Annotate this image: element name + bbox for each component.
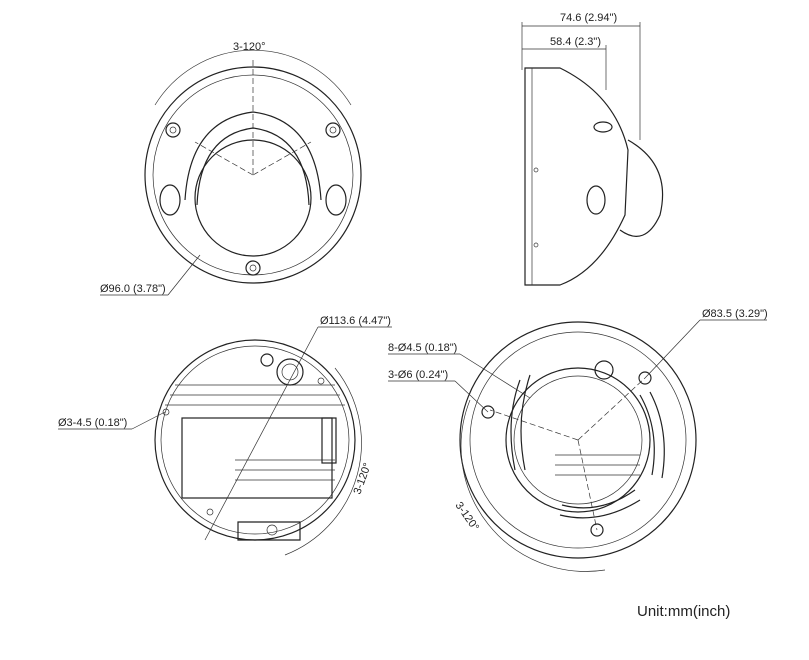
mount-view: 3-120° 8-Ø4.5 (0.18") 3-Ø6 (0.24") Ø83.5… — [388, 308, 768, 572]
total-depth-label: 74.6 (2.94") — [560, 12, 617, 24]
body-depth-label: 58.4 (2.3") — [550, 36, 601, 48]
front-view: 3-120° Ø96.0 (3.78") — [100, 41, 362, 296]
front-diameter-label: Ø96.0 (3.78") — [100, 283, 166, 295]
unit-label: Unit:mm(inch) — [637, 603, 730, 620]
mount-angle-label: 3-120° — [453, 500, 481, 534]
back-hole-label: Ø3-4.5 (0.18") — [58, 417, 127, 429]
back-angle-label: 3-120° — [352, 461, 374, 496]
back-diameter-label: Ø113.6 (4.47") — [320, 315, 391, 327]
front-angle-label: 3-120° — [233, 41, 266, 53]
mount-hole-label: 3-Ø6 (0.24") — [388, 369, 448, 381]
mount-slot-label: 8-Ø4.5 (0.18") — [388, 342, 457, 354]
mount-diameter-label: Ø83.5 (3.29") — [702, 308, 768, 320]
back-view: 3-120° Ø113.6 (4.47") Ø3-4.5 (0.18") — [58, 315, 392, 556]
side-view: 74.6 (2.94") 58.4 (2.3") — [521, 12, 664, 286]
